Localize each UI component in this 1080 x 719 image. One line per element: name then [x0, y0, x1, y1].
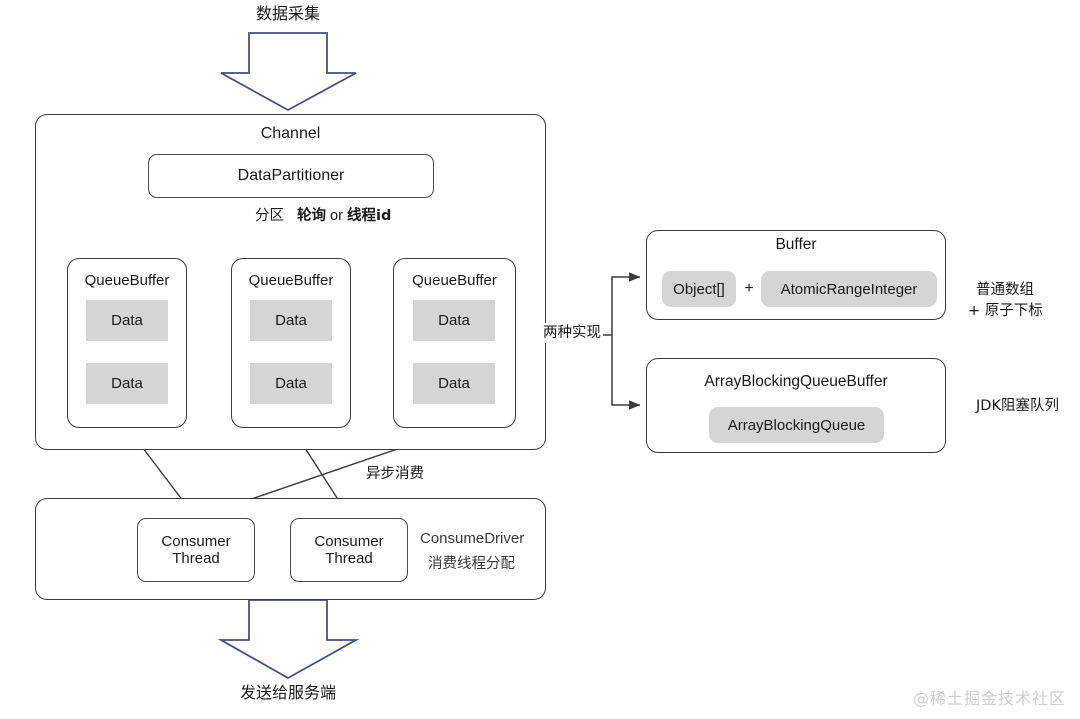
top-arrow-label: 数据采集	[255, 4, 320, 23]
consumer-thread-1: Consumer Thread	[137, 518, 255, 582]
queue-buffer-1-data-2: Data	[86, 363, 168, 404]
impl-branch-up	[611, 272, 641, 335]
buffer-title: Buffer	[775, 236, 817, 253]
bottom-block-arrow	[217, 599, 360, 680]
buffer-note-line-2: + 原子下标	[968, 303, 1043, 319]
strategy-polling: 轮询	[297, 208, 326, 224]
async-consume-label: 异步消费	[366, 466, 424, 482]
buffer-note-line-1: 普通数组	[976, 282, 1034, 298]
channel-title: Channel	[260, 125, 321, 142]
array-blocking-queue-chip: ArrayBlockingQueue	[709, 407, 884, 443]
consumer-thread-2: Consumer Thread	[290, 518, 408, 582]
queue-buffer-1-title: QueueBuffer	[84, 272, 170, 289]
consumer-thread-1-line1: Consumer	[161, 533, 231, 550]
partition-label: 分区	[255, 208, 284, 224]
impl-branch-down	[611, 335, 641, 410]
strategy-or-word: or	[330, 208, 343, 224]
top-block-arrow	[220, 32, 357, 112]
consumer-thread-2-line2: Thread	[325, 550, 373, 567]
queue-buffer-3-title: QueueBuffer	[412, 272, 497, 289]
array-blocking-queue-note: JDK阻塞队列	[976, 398, 1059, 414]
consume-driver-title: ConsumeDriver	[420, 530, 525, 547]
consumer-thread-2-line1: Consumer	[314, 533, 384, 550]
watermark: @稀土掘金技术社区	[912, 689, 1066, 708]
buffer-chip-object-array: Object[]	[662, 271, 736, 307]
bottom-arrow-label: 发送给服务端	[239, 683, 336, 702]
queue-buffer-3-data-1: Data	[413, 300, 495, 341]
consumer-thread-1-line2: Thread	[172, 550, 220, 567]
consumer-thread-1-label: Consumer Thread	[138, 519, 254, 581]
queue-buffer-1-data-1: Data	[86, 300, 168, 341]
queue-buffer-2-data-1: Data	[250, 300, 332, 341]
impl-branch-label: 两种实现	[541, 323, 603, 344]
consume-driver-subtitle: 消费线程分配	[428, 556, 515, 572]
partition-strategy-label: 轮询 or 线程id	[297, 207, 391, 225]
queue-buffer-2-title: QueueBuffer	[248, 272, 334, 289]
queue-buffer-2-data-2: Data	[250, 363, 332, 404]
array-blocking-queue-buffer-title: ArrayBlockingQueueBuffer	[704, 373, 888, 390]
queue-buffer-3-data-2: Data	[413, 363, 495, 404]
buffer-plus-sign: +	[744, 280, 754, 297]
strategy-thread-id: 线程id	[346, 208, 392, 224]
data-partitioner-box	[148, 154, 434, 198]
buffer-chip-atomic-range-integer: AtomicRangeInteger	[761, 271, 937, 307]
consumer-thread-2-label: Consumer Thread	[291, 519, 407, 581]
data-partitioner-label: DataPartitioner	[237, 167, 345, 184]
